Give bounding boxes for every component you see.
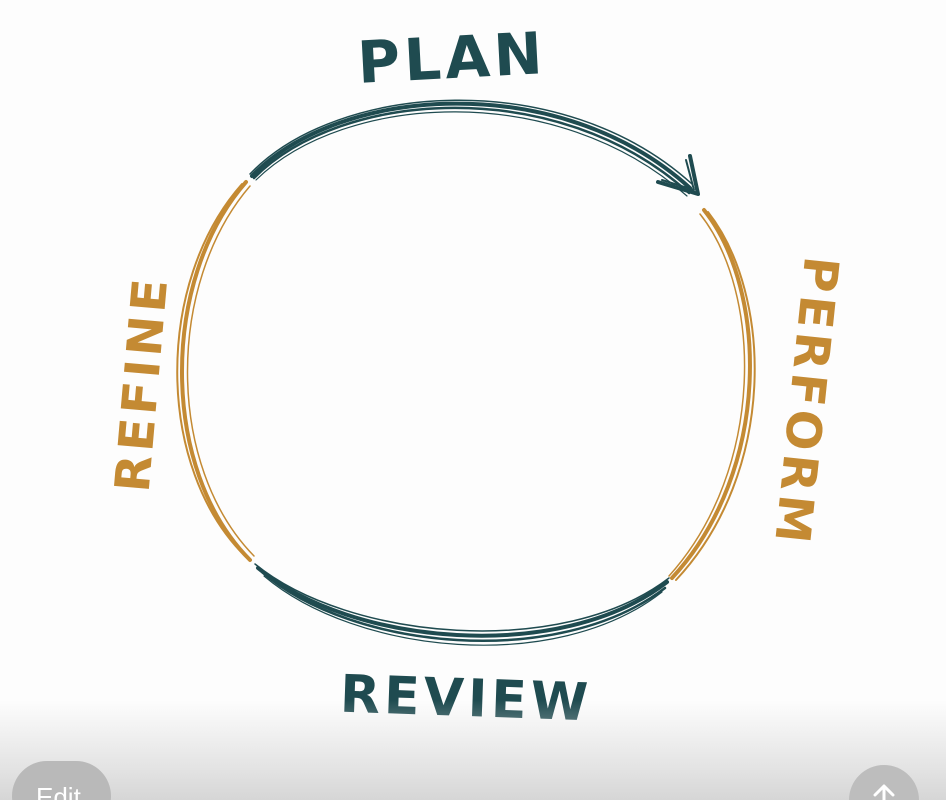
refine-label: REFINE: [105, 273, 180, 494]
perform-arc: [668, 208, 756, 581]
edit-button[interactable]: Edit: [12, 761, 111, 800]
arrow-up-icon: [873, 784, 895, 800]
arrow-head-icon: [656, 154, 700, 196]
plan-label: PLAN: [356, 19, 548, 97]
plan-arc: [249, 99, 693, 197]
bottom-overlay: [0, 700, 946, 800]
review-arc: [254, 563, 670, 646]
refine-arc: [176, 180, 255, 562]
perform-label: PERFORM: [763, 254, 849, 550]
